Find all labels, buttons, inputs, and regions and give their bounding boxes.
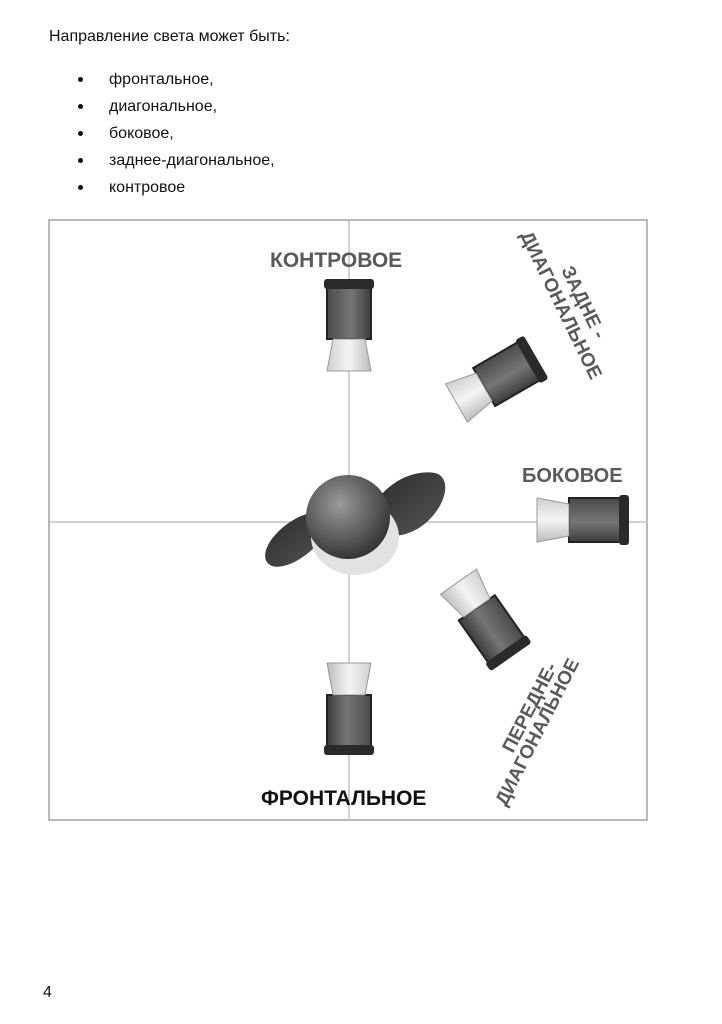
- bullet-icon: [78, 185, 83, 190]
- list-item-text: диагональное,: [109, 98, 218, 115]
- subject-figure: [265, 472, 446, 575]
- front-light-icon: [324, 662, 374, 755]
- back-light-label: КОНТРОВОЕ: [270, 249, 402, 272]
- page-number: 4: [43, 984, 52, 1001]
- list-item-text: боковое,: [109, 125, 174, 142]
- list-item: контровое: [75, 180, 275, 207]
- front-diagonal-light-icon: [439, 568, 531, 671]
- side-light-icon: [536, 495, 629, 545]
- lighting-diagram-svg: КОНТРОВОЕ ЗАДНЕ - ДИАГОНАЛЬНОЕ БОКОВОЕ П…: [50, 221, 648, 821]
- list-item: боковое,: [75, 126, 275, 153]
- list-item-text: фронтальное,: [109, 71, 214, 88]
- back-light-icon: [324, 279, 374, 372]
- light-direction-list: фронтальное, диагональное, боковое, задн…: [75, 72, 275, 207]
- front-light-label: ФРОНТАЛЬНОЕ: [261, 787, 426, 810]
- bullet-icon: [78, 104, 83, 109]
- list-item: диагональное,: [75, 99, 275, 126]
- page-heading: Направление света может быть:: [49, 28, 290, 45]
- list-item-text: заднее-диагональное,: [109, 152, 275, 169]
- list-item: фронтальное,: [75, 72, 275, 99]
- side-light-label: БОКОВОЕ: [522, 465, 623, 487]
- list-item-text: контровое: [109, 179, 186, 196]
- bullet-icon: [78, 158, 83, 163]
- lighting-diagram: КОНТРОВОЕ ЗАДНЕ - ДИАГОНАЛЬНОЕ БОКОВОЕ П…: [48, 219, 648, 821]
- back-diagonal-light-icon: [444, 336, 548, 423]
- bullet-icon: [78, 77, 83, 82]
- list-item: заднее-диагональное,: [75, 153, 275, 180]
- bullet-icon: [78, 131, 83, 136]
